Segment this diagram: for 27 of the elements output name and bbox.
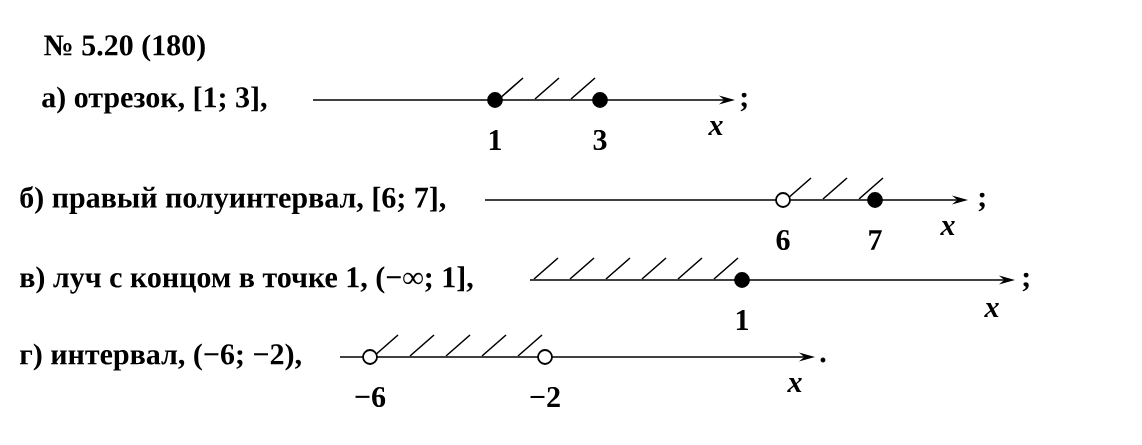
point-label: 7 [869,230,882,250]
point-label: 6 [776,229,790,251]
axis-label: x [940,221,955,235]
axis-label: x [984,303,999,317]
axis-label: x [708,121,723,135]
item-text: г) интервал, (−6; −2), [20,343,301,371]
point [592,92,608,108]
title: № 5.20 (180) [44,34,205,62]
item-text: в) луч с концом в точке 1, (−∞; 1], [20,266,473,294]
point [537,349,553,365]
punctuation: ; [1022,272,1029,292]
item-text: а) отрезок, [1; 3], [42,86,267,114]
punctuation: . [820,357,826,363]
point-label: −2 [530,387,560,407]
point [775,192,791,208]
point [487,92,503,108]
punctuation: ; [740,92,747,112]
point [734,272,750,288]
punctuation: ; [978,192,985,212]
item-text: б) правый полуинтервал, [6; 7], [20,186,446,214]
point-label: 1 [489,130,501,150]
point-label: −6 [355,386,386,408]
point-label: 1 [736,310,748,330]
axis-label: x [787,378,802,392]
point [867,192,883,208]
point [362,349,378,365]
point-label: 3 [593,129,607,151]
